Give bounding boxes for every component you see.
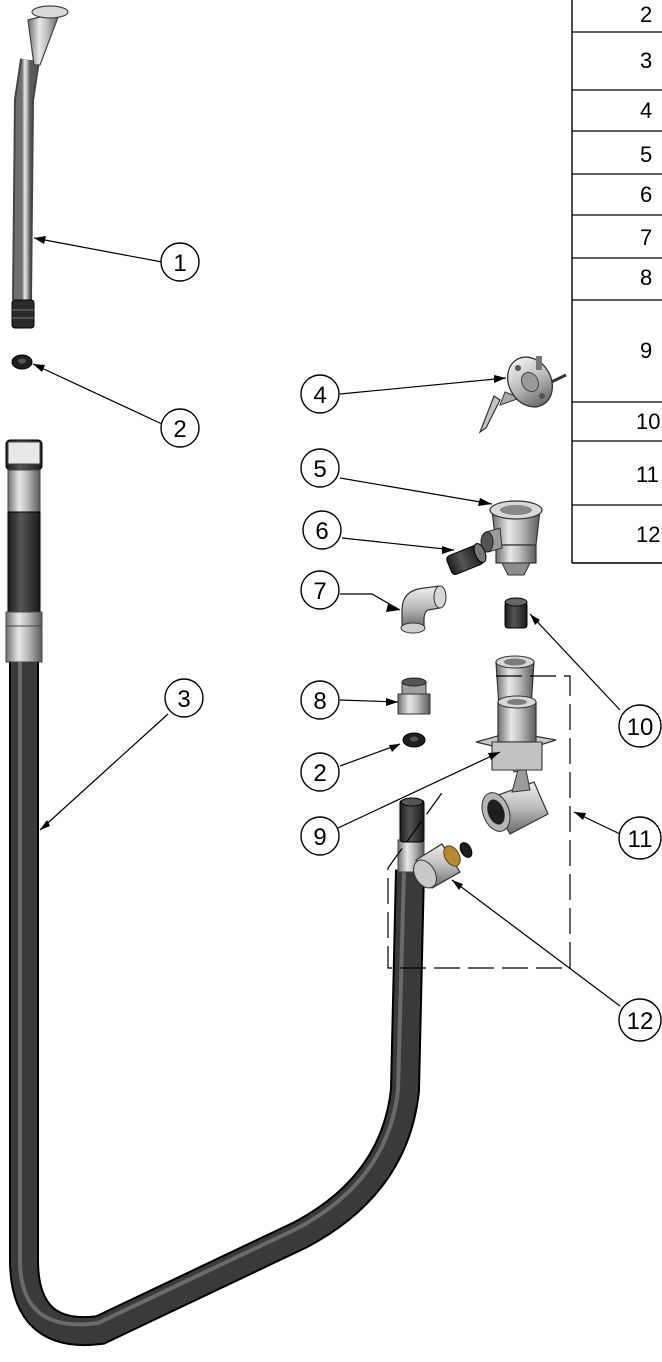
callout-5: 5 (300, 448, 340, 488)
nipple-part (446, 543, 487, 575)
svg-text:2: 2 (173, 416, 186, 443)
leader-line (341, 537, 455, 554)
callout-bubbles: 1 2 3 4 5 6 7 8 (160, 242, 662, 1042)
parts-table: 2 3 4 5 6 7 8 9 10 11 12 (571, 0, 662, 564)
leader-line (340, 593, 401, 612)
svg-text:11: 11 (628, 826, 653, 853)
part-11-assembly-outline (387, 675, 571, 969)
callout-3: 3 (164, 678, 204, 718)
table-row: 7 (640, 225, 652, 250)
table-row: 3 (640, 48, 652, 73)
table-row: 11 (636, 462, 659, 487)
svg-text:8: 8 (313, 688, 326, 715)
table-row: 8 (640, 265, 652, 290)
leader-line (573, 811, 621, 835)
svg-text:4: 4 (313, 382, 326, 409)
callout-12: 12 (618, 998, 662, 1042)
washer-part (402, 732, 426, 748)
callout-1: 1 (160, 242, 200, 282)
adapter-part (397, 677, 431, 715)
leader-line (33, 236, 163, 263)
check-valve-part (413, 842, 473, 889)
leader-line (339, 743, 401, 767)
svg-text:7: 7 (313, 578, 326, 605)
leader-line (451, 879, 621, 1007)
table-row-dividers (572, 31, 662, 506)
angle-stop-part (481, 695, 549, 835)
control-valve-part (480, 500, 543, 576)
leader-line (32, 363, 163, 425)
svg-text:12: 12 (627, 1008, 654, 1035)
hose-part (5, 439, 425, 1347)
spout-tube-part (11, 5, 69, 329)
short-nipple-part (504, 597, 528, 629)
svg-text:3: 3 (177, 686, 190, 713)
leader-line (337, 751, 501, 829)
svg-text:10: 10 (627, 714, 654, 741)
callout-6: 6 (302, 510, 342, 550)
table-row: 9 (640, 338, 652, 363)
callout-10: 10 (618, 704, 662, 748)
table-row: 5 (640, 142, 652, 167)
svg-text:5: 5 (313, 456, 326, 483)
leader-line (339, 477, 493, 506)
table-row: 4 (640, 98, 652, 123)
washer-part (11, 354, 33, 370)
table-row: 6 (640, 182, 652, 207)
table-row: 10 (636, 409, 660, 434)
leader-lines (32, 236, 621, 1007)
callout-4: 4 (300, 374, 340, 414)
leader-line (339, 698, 399, 706)
callout-2: 2 (160, 408, 200, 448)
callout-2-lower: 2 (300, 752, 340, 792)
table-row: 2 (640, 2, 652, 27)
svg-text:9: 9 (313, 824, 326, 851)
svg-text:2: 2 (313, 760, 326, 787)
callout-11: 11 (618, 816, 662, 860)
elbow-part (400, 585, 447, 634)
table-row: 12 (636, 522, 660, 547)
callout-9: 9 (300, 816, 340, 856)
wall-hook-part (478, 356, 567, 434)
leader-line (529, 613, 621, 711)
leader-line (39, 713, 169, 831)
callout-7: 7 (300, 570, 340, 610)
svg-text:6: 6 (315, 518, 328, 545)
leader-line (339, 375, 507, 395)
callout-8: 8 (300, 680, 340, 720)
svg-text:1: 1 (173, 250, 186, 277)
